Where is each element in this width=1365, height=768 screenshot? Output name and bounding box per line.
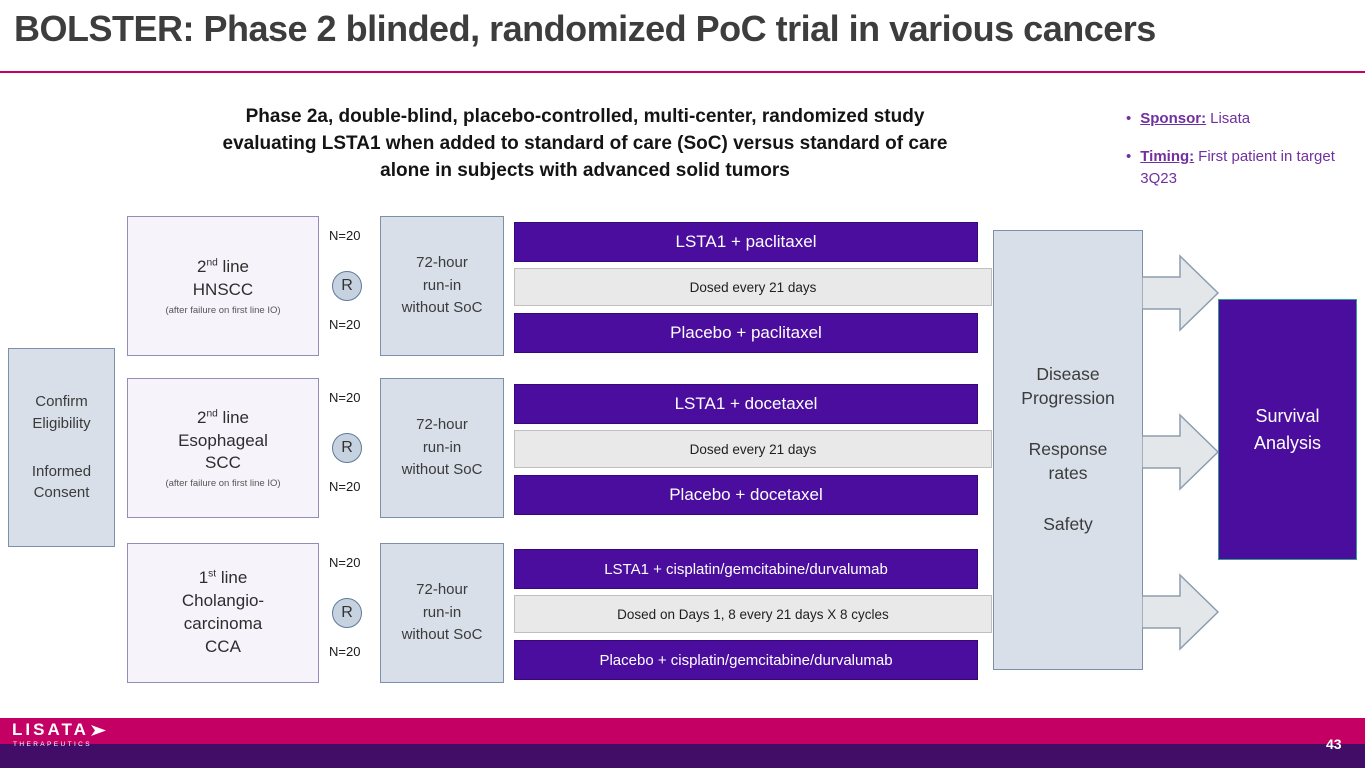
footer-dark-bar	[0, 744, 1365, 768]
cohort-line-ordinal: 1st line	[199, 567, 248, 590]
lisata-logo-arrow-icon	[90, 724, 106, 736]
ordinal-number: 1	[198, 568, 209, 588]
callout-sponsor: • Sponsor:Lisata	[1126, 108, 1364, 131]
lisata-logo-row: LISATA	[12, 720, 106, 740]
endpoint-disease-progression: Disease Progression	[1021, 363, 1115, 408]
ordinal-suffix: nd	[206, 257, 218, 269]
runin-box: 72-hour run-in without SoC	[380, 543, 504, 683]
flow-arrow-icon	[1142, 573, 1220, 651]
n-bottom-label: N=20	[329, 317, 361, 332]
cohort-name: Cholangio- carcinoma CCA	[181, 591, 265, 656]
runin-label: 72-hour run-in without SoC	[401, 254, 483, 317]
ordinal-rest: line	[216, 568, 248, 588]
cohort-box-cca: 1st line Cholangio- carcinoma CCA	[127, 543, 319, 683]
n-bottom-label: N=20	[329, 644, 361, 659]
n-top-label: N=20	[329, 555, 361, 570]
flow-arrow-icon	[1142, 413, 1220, 491]
dosing-bar: Dosed on Days 1, 8 every 21 days X 8 cyc…	[514, 595, 992, 633]
ordinal-suffix: st	[208, 568, 217, 580]
n-bottom-label: N=20	[329, 479, 361, 494]
n-top-label: N=20	[329, 228, 361, 243]
ordinal-number: 2	[197, 407, 207, 427]
arm-bar-placebo-paclitaxel: Placebo + paclitaxel	[514, 313, 978, 353]
cohort-name: HNSCC	[192, 280, 254, 299]
randomization-icon: R	[332, 598, 362, 628]
runin-box: 72-hour run-in without SoC	[380, 378, 504, 518]
sponsor-label: Sponsor:	[1140, 110, 1207, 127]
survival-analysis-box: Survival Analysis	[1218, 299, 1357, 560]
bullet-icon: •	[1126, 147, 1132, 165]
timing-label: Timing:	[1140, 147, 1195, 165]
page-number: 43	[1326, 736, 1342, 752]
flow-arrow-icon	[1142, 254, 1220, 332]
randomization-icon: R	[332, 271, 362, 301]
endpoint-safety: Safety	[1043, 514, 1093, 535]
cohort-note: (after failure on first line IO)	[165, 304, 281, 316]
footer-magenta-bar	[0, 718, 1365, 744]
cohort-name: Esophageal SCC	[178, 430, 268, 473]
callout-sponsor-text: Sponsor:Lisata	[1140, 108, 1250, 131]
dosing-bar: Dosed every 21 days	[514, 268, 992, 306]
runin-label: 72-hour run-in without SoC	[401, 581, 483, 644]
runin-label: 72-hour run-in without SoC	[401, 416, 483, 479]
endpoints-box: Disease Progression Response rates Safet…	[993, 230, 1143, 670]
cohort-box-esophageal-scc: 2nd line Esophageal SCC (after failure o…	[127, 378, 319, 518]
cohort-line-ordinal: 2nd line	[197, 407, 249, 430]
runin-box: 72-hour run-in without SoC	[380, 216, 504, 356]
lisata-logo: LISATA THERAPEUTICS	[12, 720, 106, 748]
callout-timing: • Timing:First patient in target 3Q23	[1126, 146, 1364, 191]
ordinal-suffix: nd	[206, 407, 218, 419]
timing-value: First patient in target 3Q23	[1140, 147, 1335, 188]
study-description: Phase 2a, double-blind, placebo-controll…	[222, 106, 948, 181]
cohort-line-ordinal: 2nd line	[197, 256, 249, 279]
bullet-icon: •	[1126, 110, 1132, 127]
title-divider	[0, 71, 1365, 73]
cohort-note: (after failure on first line IO)	[165, 478, 281, 490]
dosing-bar: Dosed every 21 days	[514, 430, 992, 468]
slide-title: BOLSTER: Phase 2 blinded, randomized PoC…	[14, 8, 1156, 49]
arm-bar-placebo-docetaxel: Placebo + docetaxel	[514, 475, 978, 515]
lisata-logo-text: LISATA	[12, 720, 89, 739]
callout-timing-text: Timing:First patient in target 3Q23	[1140, 146, 1364, 191]
arm-bar-lsta1-paclitaxel: LSTA1 + paclitaxel	[514, 222, 978, 262]
arm-bar-placebo-cisplatin-gemcitabine-durvalumab: Placebo + cisplatin/gemcitabine/durvalum…	[514, 640, 978, 680]
lisata-logo-subtext: THERAPEUTICS	[13, 741, 93, 748]
ordinal-rest: line	[217, 407, 249, 427]
sponsor-value: Lisata	[1210, 110, 1251, 127]
eligibility-box: Confirm Eligibility Informed Consent	[8, 348, 115, 547]
eligibility-line-confirm: Confirm Eligibility	[32, 393, 91, 432]
cohort-box-hnscc: 2nd line HNSCC (after failure on first l…	[127, 216, 319, 356]
survival-analysis-label: Survival Analysis	[1253, 405, 1322, 453]
randomization-icon: R	[332, 433, 362, 463]
callout-list: • Sponsor:Lisata • Timing:First patient …	[1126, 108, 1364, 206]
arm-bar-lsta1-docetaxel: LSTA1 + docetaxel	[514, 384, 978, 424]
arm-bar-lsta1-cisplatin-gemcitabine-durvalumab: LSTA1 + cisplatin/gemcitabine/durvalumab	[514, 549, 978, 589]
eligibility-line-consent: Informed Consent	[31, 462, 92, 502]
n-top-label: N=20	[329, 390, 361, 405]
ordinal-number: 2	[197, 257, 207, 277]
ordinal-rest: line	[217, 257, 249, 277]
endpoint-response-rates: Response rates	[1028, 439, 1108, 483]
